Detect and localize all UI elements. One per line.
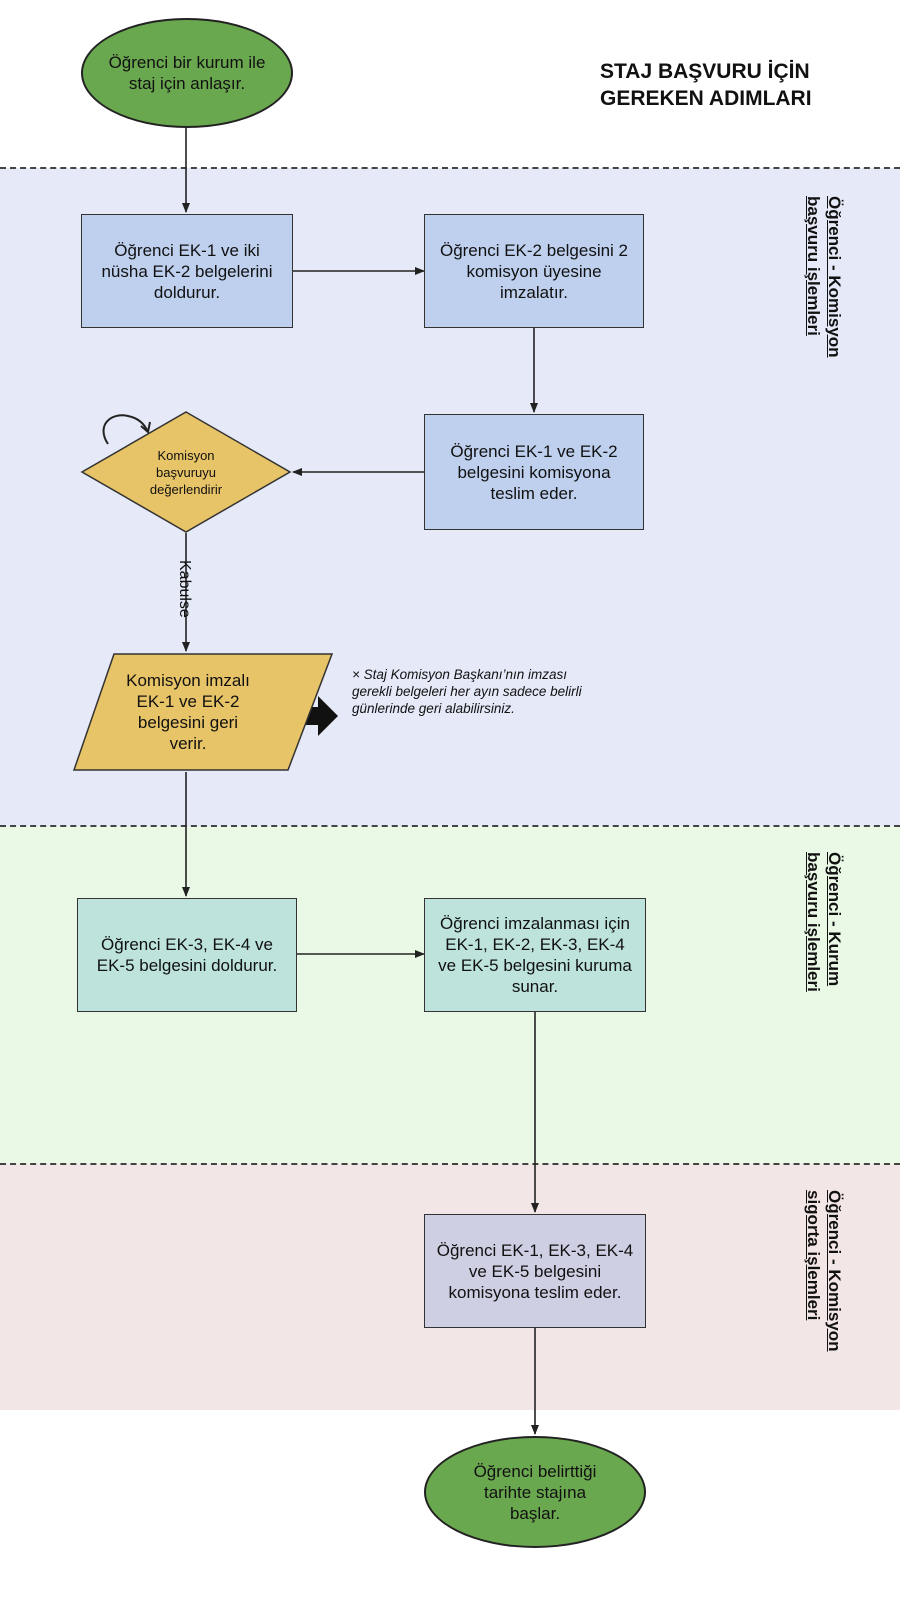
deliver-commission-text: Öğrenci EK-1, EK-3, EK-4 ve EK-5 belgesi…	[436, 1240, 634, 1302]
start-node: Öğrenci bir kurum ile staj için anlaşır.	[81, 18, 293, 128]
fill-ek1-ek2-box: Öğrenci EK-1 ve iki nüsha EK-2 belgeleri…	[81, 214, 293, 328]
page-title-line2: GEREKEN ADIMLARI	[600, 87, 812, 110]
fill-ek3-5-box: Öğrenci EK-3, EK-4 ve EK-5 belgesini dol…	[77, 898, 297, 1012]
deliver-commission-box: Öğrenci EK-1, EK-3, EK-4 ve EK-5 belgesi…	[424, 1214, 646, 1328]
right-arrow-icon	[305, 696, 338, 736]
return-signed-text: Komisyon imzalı EK-1 ve EK-2 belgesini g…	[126, 671, 250, 753]
return-signed-text-wrap: Komisyon imzalı EK-1 ve EK-2 belgesini g…	[118, 654, 258, 770]
refresh-loop-icon	[102, 414, 151, 445]
present-institution-text: Öğrenci imzalanması için EK-1, EK-2, EK-…	[438, 914, 632, 996]
fill-ek1-ek2-text: Öğrenci EK-1 ve iki nüsha EK-2 belgeleri…	[101, 240, 273, 302]
edge-label-text: Kabulse	[176, 560, 193, 618]
evaluate-text: Komisyon başvuruyu değerlendirir	[149, 447, 223, 497]
page-title: STAJ BAŞVURU İÇİN GEREKEN ADIMLARI	[600, 58, 890, 112]
evaluate-diamond	[80, 411, 292, 533]
sign-ek2-text: Öğrenci EK-2 belgesini 2 komisyon üyesin…	[439, 240, 629, 302]
fill-ek3-5-text: Öğrenci EK-3, EK-4 ve EK-5 belgesini dol…	[96, 935, 278, 975]
lane-divider	[0, 825, 900, 827]
end-node: Öğrenci belirttiği tarihte stajına başla…	[424, 1436, 646, 1548]
lane-divider	[0, 167, 900, 169]
present-institution-box: Öğrenci imzalanması için EK-1, EK-2, EK-…	[424, 898, 646, 1012]
sign-ek2-box: Öğrenci EK-2 belgesini 2 komisyon üyesin…	[424, 214, 644, 328]
end-text: Öğrenci belirttiği tarihte stajına başla…	[473, 1461, 597, 1523]
page-title-line1: STAJ BAŞVURU İÇİN	[600, 60, 810, 83]
lane-divider	[0, 1163, 900, 1165]
submit-commission-box: Öğrenci EK-1 ve EK-2 belgesini komisyona…	[424, 414, 644, 530]
submit-commission-text: Öğrenci EK-1 ve EK-2 belgesini komisyona…	[450, 441, 618, 503]
note-text: × Staj Komisyon Başkanı’nın imzası gerek…	[352, 667, 582, 716]
return-signed-parallelogram	[72, 653, 334, 771]
evaluate-text-wrap: Komisyon başvuruyu değerlendirir	[136, 437, 236, 507]
start-text: Öğrenci bir kurum ile staj için anlaşır.	[108, 53, 266, 93]
